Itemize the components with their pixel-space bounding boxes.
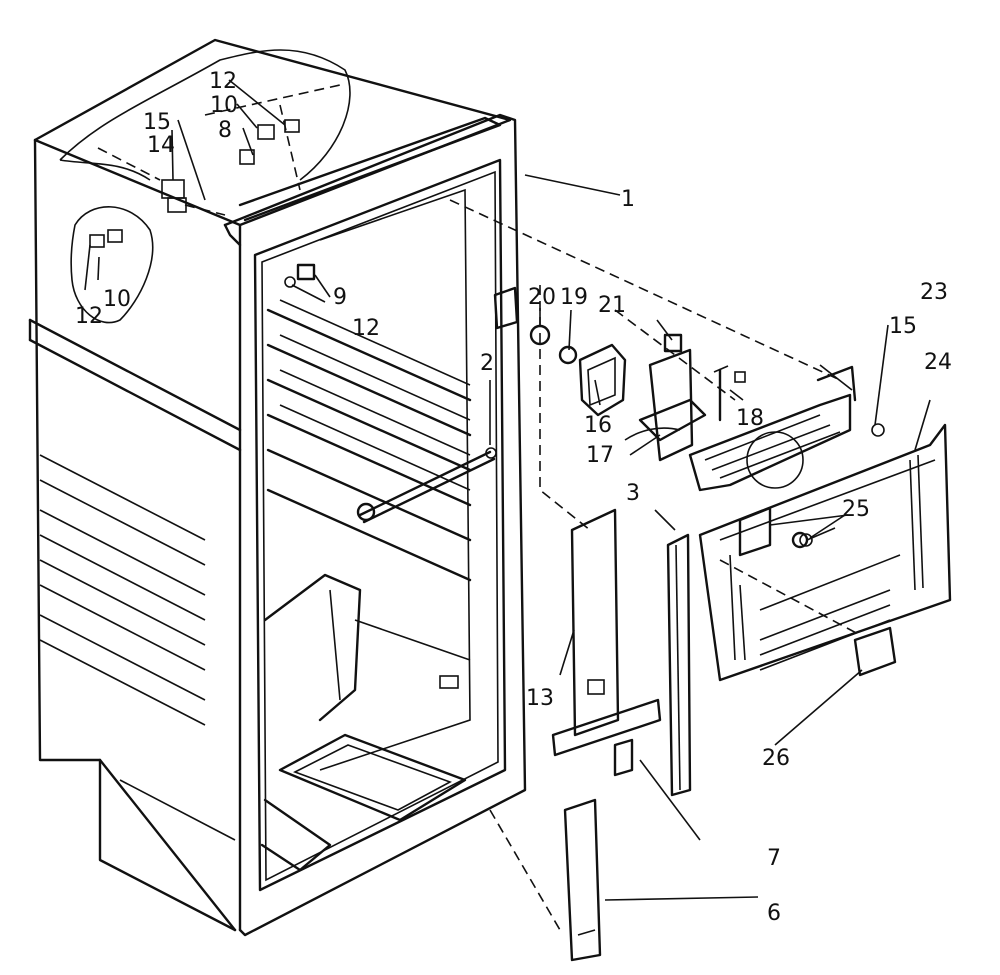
duct-cover	[570, 508, 620, 737]
screw	[791, 527, 836, 549]
callout-2: 2	[480, 351, 494, 376]
bracket	[551, 698, 662, 777]
leader-lines	[84, 79, 931, 901]
refrigerator-cabinet	[28, 38, 527, 937]
callout-21: 21	[598, 293, 626, 318]
callout-12-top: 12	[209, 69, 237, 94]
fan-assembly	[529, 324, 746, 462]
callout-20: 20	[528, 285, 556, 310]
fan-shroud	[688, 365, 885, 492]
callout-17: 17	[586, 443, 614, 468]
callout-26: 26	[762, 746, 790, 771]
callout-1: 1	[621, 187, 635, 212]
callout-16: 16	[584, 413, 612, 438]
callout-13: 13	[526, 686, 554, 711]
callout-15-top: 15	[143, 110, 171, 135]
side-channel	[666, 533, 692, 797]
callout-8: 8	[218, 118, 232, 143]
callout-7: 7	[767, 846, 781, 871]
assembly-guide-lines	[449, 199, 861, 931]
evaporator-cover	[698, 423, 952, 682]
callout-labels: 1 2 3 6 7 8 9 10 10 12 12 12 13 14 15 15…	[75, 69, 952, 926]
callout-10-left: 10	[103, 287, 131, 312]
callout-12-inner: 12	[352, 316, 380, 341]
callout-15-right: 15	[889, 314, 917, 339]
callout-25: 25	[842, 497, 870, 522]
callout-6: 6	[767, 901, 781, 926]
callout-24: 24	[924, 350, 952, 375]
callout-18: 18	[736, 406, 764, 431]
lower-panel	[563, 798, 602, 962]
callout-10-top: 10	[210, 93, 238, 118]
callout-12-left: 12	[75, 304, 103, 329]
callout-14: 14	[147, 133, 175, 158]
callout-19: 19	[560, 285, 588, 310]
callout-9: 9	[333, 285, 347, 310]
clip	[853, 626, 897, 677]
callout-23: 23	[920, 280, 948, 305]
callout-3: 3	[626, 481, 640, 506]
